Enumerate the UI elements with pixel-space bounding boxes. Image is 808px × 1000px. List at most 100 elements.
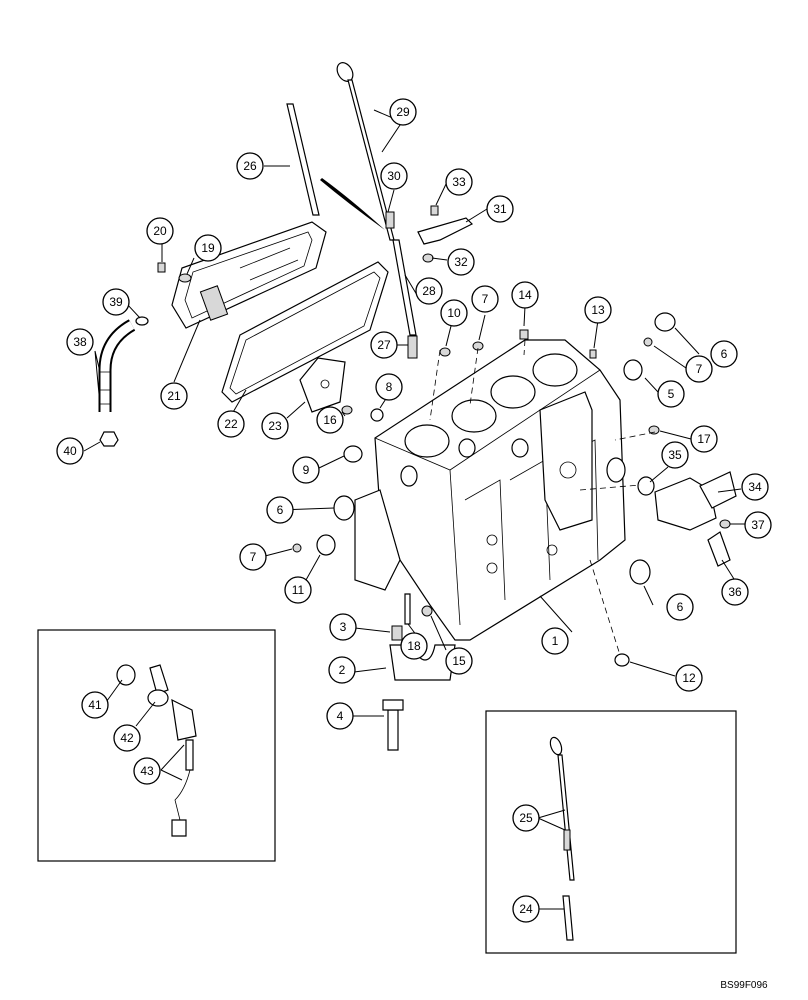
- svg-text:43: 43: [140, 764, 154, 778]
- callout-20: 20: [146, 217, 174, 245]
- svg-text:6: 6: [277, 503, 284, 517]
- callout-4: 4: [326, 702, 354, 730]
- callout-32: 32: [447, 248, 475, 276]
- svg-text:14: 14: [518, 288, 532, 302]
- callout-30: 30: [380, 162, 408, 190]
- callout-9: 9: [292, 456, 320, 484]
- tube-26: [286, 103, 385, 230]
- callouts: 1 2 3 4 5 6 6 6 7 7 7 8 9 10 11 12 13 14…: [56, 98, 772, 923]
- svg-text:41: 41: [88, 698, 102, 712]
- inset-box-dipstick: [485, 710, 737, 954]
- svg-text:24: 24: [519, 902, 533, 916]
- svg-text:15: 15: [452, 654, 466, 668]
- water-outlet: [654, 471, 737, 567]
- svg-text:36: 36: [728, 585, 742, 599]
- callout-11: 11: [284, 576, 312, 604]
- svg-text:26: 26: [243, 159, 257, 173]
- callout-37: 37: [744, 511, 772, 539]
- svg-text:12: 12: [682, 671, 696, 685]
- svg-text:18: 18: [407, 639, 421, 653]
- svg-text:28: 28: [422, 284, 436, 298]
- svg-text:7: 7: [250, 550, 257, 564]
- svg-text:38: 38: [73, 335, 87, 349]
- callout-28: 28: [415, 277, 443, 305]
- callout-33: 33: [445, 168, 473, 196]
- svg-text:4: 4: [337, 709, 344, 723]
- callout-7: 7: [685, 355, 713, 383]
- engine-block: [374, 339, 626, 641]
- callout-2: 2: [328, 656, 356, 684]
- callout-29: 29: [389, 98, 417, 126]
- callout-24: 24: [512, 895, 540, 923]
- svg-text:3: 3: [340, 620, 347, 634]
- rocker-cover-gasket: [221, 261, 389, 403]
- svg-text:16: 16: [323, 413, 337, 427]
- callout-13: 13: [584, 296, 612, 324]
- svg-text:11: 11: [292, 583, 305, 597]
- svg-text:31: 31: [493, 202, 507, 216]
- callout-19: 19: [194, 234, 222, 262]
- callout-7: 7: [239, 543, 267, 571]
- callout-16: 16: [316, 406, 344, 434]
- svg-text:5: 5: [668, 387, 675, 401]
- svg-text:42: 42: [120, 731, 134, 745]
- callout-36: 36: [721, 578, 749, 606]
- callout-27: 27: [370, 331, 398, 359]
- callout-22: 22: [217, 410, 245, 438]
- svg-text:7: 7: [696, 362, 703, 376]
- figure-code: BS99F096: [720, 980, 768, 991]
- callout-42: 42: [113, 724, 141, 752]
- svg-text:9: 9: [303, 463, 310, 477]
- callout-5: 5: [657, 380, 685, 408]
- svg-text:6: 6: [677, 600, 684, 614]
- callout-8: 8: [375, 373, 403, 401]
- svg-text:13: 13: [591, 303, 605, 317]
- svg-text:6: 6: [721, 347, 728, 361]
- cover-plate: [299, 357, 346, 413]
- svg-text:30: 30: [387, 169, 401, 183]
- svg-text:37: 37: [751, 518, 765, 532]
- svg-text:17: 17: [697, 432, 711, 446]
- callout-43: 43: [133, 757, 161, 785]
- callout-15: 15: [445, 647, 473, 675]
- svg-text:8: 8: [386, 380, 393, 394]
- callout-41: 41: [81, 691, 109, 719]
- callout-7: 7: [471, 285, 499, 313]
- callout-12: 12: [675, 664, 703, 692]
- callout-6: 6: [666, 593, 694, 621]
- svg-text:20: 20: [153, 224, 167, 238]
- callout-18: 18: [400, 632, 428, 660]
- svg-text:23: 23: [268, 419, 282, 433]
- svg-text:27: 27: [377, 338, 391, 352]
- callout-26: 26: [236, 152, 264, 180]
- callout-6: 6: [710, 340, 738, 368]
- callout-21: 21: [160, 382, 188, 410]
- svg-text:25: 25: [519, 811, 533, 825]
- callout-17: 17: [690, 425, 718, 453]
- callout-31: 31: [486, 195, 514, 223]
- svg-text:1: 1: [552, 634, 559, 648]
- svg-text:2: 2: [339, 663, 346, 677]
- svg-text:19: 19: [201, 241, 215, 255]
- callout-6: 6: [266, 496, 294, 524]
- inset-box-sensor: [37, 629, 276, 862]
- callout-39: 39: [102, 288, 130, 316]
- svg-text:33: 33: [452, 175, 466, 189]
- svg-text:39: 39: [109, 295, 123, 309]
- svg-text:22: 22: [224, 417, 238, 431]
- svg-text:29: 29: [396, 105, 410, 119]
- svg-text:32: 32: [454, 255, 468, 269]
- svg-text:35: 35: [668, 448, 682, 462]
- callout-25: 25: [512, 804, 540, 832]
- svg-text:10: 10: [447, 306, 461, 320]
- inset-dipstick-parts: [549, 736, 575, 941]
- breather-hose: [98, 319, 136, 412]
- callout-35: 35: [661, 441, 689, 469]
- svg-text:21: 21: [167, 389, 181, 403]
- inset-sensor-parts: [116, 664, 197, 837]
- dipstick-assembly: [336, 62, 418, 359]
- callout-14: 14: [511, 281, 539, 309]
- callout-40: 40: [56, 437, 84, 465]
- callout-3: 3: [329, 613, 357, 641]
